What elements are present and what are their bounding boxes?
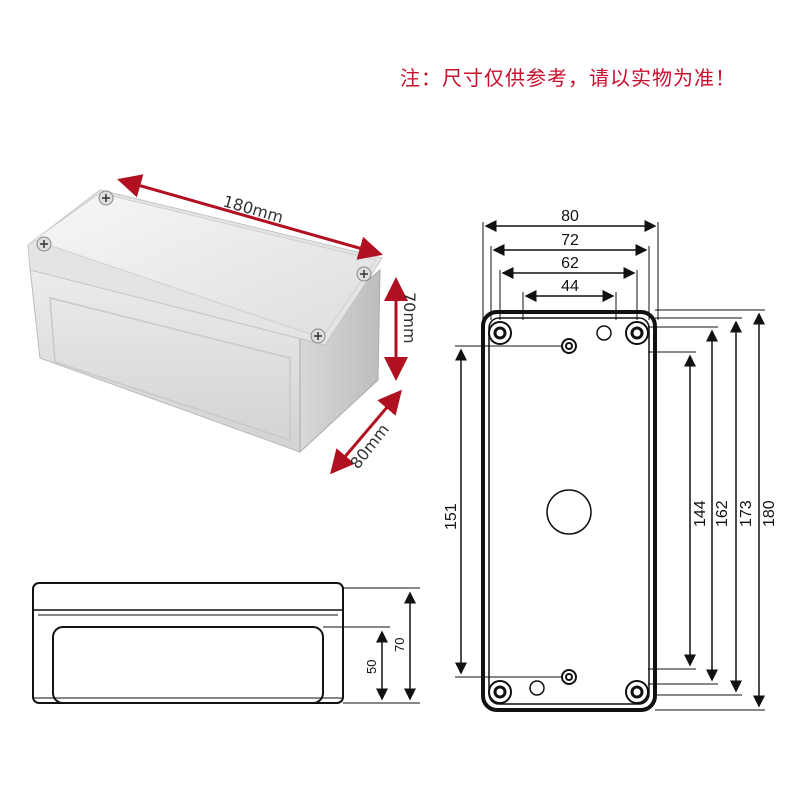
width-dimension-62: 62 bbox=[501, 255, 636, 279]
svg-text:70: 70 bbox=[392, 638, 407, 652]
top-extension-lines bbox=[482, 222, 659, 320]
svg-text:72: 72 bbox=[561, 232, 579, 249]
side-view-drawing bbox=[32, 582, 420, 704]
screw-icon bbox=[356, 266, 372, 282]
screw-icon bbox=[36, 236, 52, 252]
height-dimension-180: 180 bbox=[753, 312, 778, 708]
svg-text:62: 62 bbox=[561, 255, 579, 272]
width-dimension-80: 80 bbox=[484, 208, 657, 232]
disclaimer-note: 注：尺寸仅供参考，请以实物为准！ bbox=[400, 66, 736, 90]
svg-text:180: 180 bbox=[761, 500, 778, 527]
screw-icon bbox=[310, 328, 326, 344]
width-dimension-72: 72 bbox=[492, 232, 648, 256]
svg-text:80: 80 bbox=[561, 208, 579, 225]
height-dimension-151: 151 bbox=[443, 348, 467, 675]
height-dimension-144: 144 bbox=[684, 354, 709, 667]
svg-text:151: 151 bbox=[443, 503, 460, 530]
photo-dimension-height: 70mm bbox=[384, 277, 419, 381]
side-dimension-70: 70 bbox=[392, 591, 416, 701]
side-dimension-50: 50 bbox=[364, 630, 388, 701]
width-dimension-44: 44 bbox=[524, 278, 615, 302]
svg-text:173: 173 bbox=[738, 500, 755, 527]
top-view-drawing bbox=[481, 310, 657, 712]
svg-text:70mm: 70mm bbox=[400, 292, 419, 344]
svg-text:44: 44 bbox=[561, 278, 579, 295]
height-dimension-173: 173 bbox=[730, 320, 755, 693]
height-dimension-162: 162 bbox=[706, 329, 731, 682]
screw-icon bbox=[98, 190, 114, 206]
svg-text:144: 144 bbox=[692, 500, 709, 527]
box-photo bbox=[27, 189, 383, 454]
right-extension-lines bbox=[455, 309, 765, 711]
svg-text:50: 50 bbox=[364, 660, 379, 674]
svg-text:162: 162 bbox=[714, 500, 731, 527]
